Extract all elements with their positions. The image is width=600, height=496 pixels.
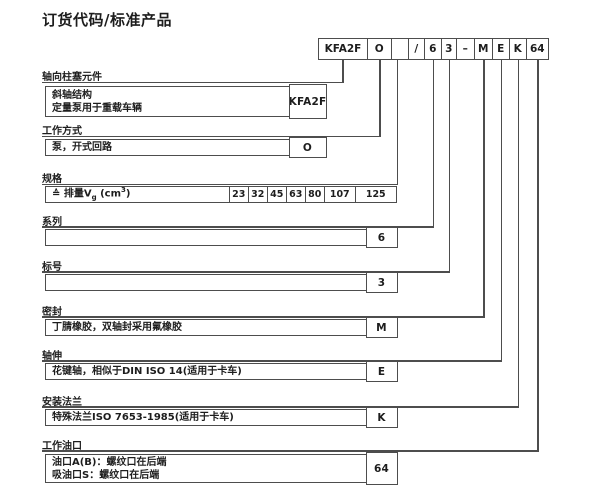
description-line: 斜轴结构	[52, 89, 92, 101]
description-cell: 油口A(B)：螺纹口在后端 吸油口S：螺纹口在后端	[45, 454, 367, 483]
order-code-segment	[390, 38, 409, 60]
order-code-segment: K	[508, 38, 527, 60]
code-cell: O	[288, 137, 327, 158]
connector-line-vertical	[483, 59, 485, 318]
order-code-segment: KFA2F	[318, 38, 368, 60]
connector-line-vertical	[379, 59, 381, 137]
description-line: 定量泵用于重载车辆	[52, 102, 142, 114]
section-header-axial-piston-unit: 轴向柱塞元件	[42, 72, 102, 83]
size-cell: 23	[228, 186, 249, 203]
connector-line-vertical	[517, 59, 520, 408]
size-cell: 32	[247, 186, 268, 203]
code-cell: 3	[365, 272, 398, 293]
connector-line-vertical	[537, 59, 539, 452]
section-header-size: 规格	[42, 174, 62, 185]
order-code-strip: KFA2F O / 6 3 – M E K 64	[318, 38, 549, 60]
description-cell: 斜轴结构 定量泵用于重载车辆	[45, 86, 290, 117]
connector-line-vertical	[448, 59, 451, 273]
section-rule	[42, 316, 485, 318]
section-header-drive-shaft: 轴伸	[42, 350, 62, 362]
description-line: 特殊法兰ISO 7653-1985(适用于卡车)	[52, 412, 234, 423]
description-line: 油口A(B)：螺纹口在后端	[52, 456, 167, 468]
description-line: 吸油口S：螺纹口在后端	[52, 469, 160, 481]
description-cell: 特殊法兰ISO 7653-1985(适用于卡车)	[45, 409, 367, 426]
size-cells: 23 32 45 63 80 107 125	[228, 186, 397, 203]
order-code-segment: 6	[423, 38, 442, 60]
description-line: 泵，开式回路	[52, 142, 112, 153]
order-code-segment: M	[473, 38, 493, 60]
section-rule	[42, 81, 344, 83]
size-cell: 125	[354, 186, 397, 203]
section-header-operation-mode: 工作方式	[42, 126, 82, 137]
section-rule	[42, 183, 399, 185]
order-code-segment: /	[407, 38, 425, 60]
order-code-segment: 64	[525, 38, 549, 60]
connector-line-vertical	[432, 59, 435, 228]
section-header-index: 标号	[42, 261, 62, 273]
description-cell	[45, 274, 367, 291]
description-cell: 花键轴，相似于DIN ISO 14(适用于卡车)	[45, 363, 367, 380]
section-rule	[42, 271, 451, 273]
code-cell: 64	[365, 452, 398, 485]
code-cell: K	[365, 407, 398, 428]
size-cell: 107	[323, 186, 356, 203]
description-cell	[45, 229, 367, 246]
code-cell: KFA2F	[288, 84, 327, 119]
size-cell: 45	[266, 186, 287, 203]
page-title: 订货代码/标准产品	[42, 11, 172, 29]
code-cell: 6	[365, 227, 398, 248]
section-rule	[42, 360, 503, 362]
section-rule	[42, 450, 539, 452]
size-cell: 63	[285, 186, 306, 203]
description-line: 丁腈橡胶，双轴封采用氟橡胶	[52, 322, 182, 333]
section-header-series: 系列	[42, 216, 62, 228]
connector-line-vertical	[342, 59, 344, 83]
section-rule	[42, 406, 520, 408]
order-code-segment: E	[491, 38, 510, 60]
order-code-segment: O	[366, 38, 392, 60]
section-header-seals: 密封	[42, 306, 62, 318]
connector-line-vertical	[396, 59, 399, 185]
description-cell: ≙ 排量Vg (cm3)	[45, 186, 230, 203]
size-cell: 80	[304, 186, 325, 203]
description-cell: 泵，开式回路	[45, 139, 290, 156]
connector-line-vertical	[500, 59, 503, 362]
description-line: ≙ 排量Vg (cm3)	[52, 186, 131, 202]
section-header-working-ports: 工作油口	[42, 440, 82, 452]
section-header-mounting-flange: 安装法兰	[42, 396, 82, 408]
description-cell: 丁腈橡胶，双轴封采用氟橡胶	[45, 319, 367, 336]
description-line: 花键轴，相似于DIN ISO 14(适用于卡车)	[52, 366, 242, 377]
code-cell: E	[365, 361, 398, 382]
code-cell: M	[365, 317, 398, 338]
order-code-segment: –	[455, 38, 475, 60]
section-rule	[42, 135, 381, 137]
section-rule	[42, 226, 435, 228]
